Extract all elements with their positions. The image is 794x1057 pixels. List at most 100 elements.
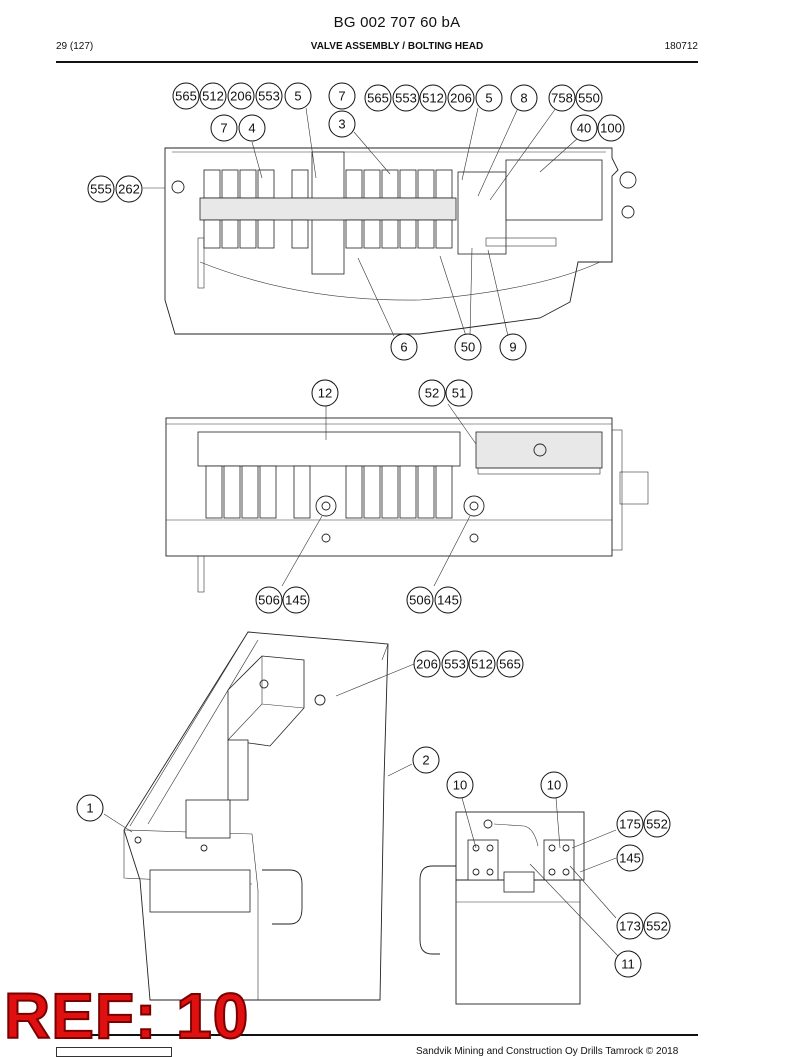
callout-553: 553 bbox=[255, 82, 283, 110]
callout-553: 553 bbox=[392, 84, 420, 112]
svg-text:512: 512 bbox=[471, 657, 493, 672]
svg-text:506: 506 bbox=[258, 593, 280, 608]
callout-5: 5 bbox=[284, 82, 312, 110]
callout-565: 565 bbox=[172, 82, 200, 110]
callout-8: 8 bbox=[510, 84, 538, 112]
svg-text:7: 7 bbox=[220, 121, 227, 136]
svg-text:550: 550 bbox=[578, 91, 600, 106]
footer-copyright: Sandvik Mining and Construction Oy Drill… bbox=[416, 1046, 679, 1057]
document-title: BG 002 707 60 bA bbox=[333, 14, 461, 31]
callout-7: 7 bbox=[328, 82, 356, 110]
svg-text:262: 262 bbox=[118, 182, 140, 197]
page-number: 29 (127) bbox=[56, 41, 94, 52]
svg-text:7: 7 bbox=[338, 89, 345, 104]
section-title: VALVE ASSEMBLY / BOLTING HEAD bbox=[310, 41, 484, 52]
svg-text:40: 40 bbox=[577, 121, 591, 136]
isometric-view-assembly bbox=[103, 631, 415, 1001]
svg-text:565: 565 bbox=[499, 657, 521, 672]
callout-553: 553 bbox=[441, 650, 469, 678]
callout-552: 552 bbox=[643, 912, 671, 940]
svg-text:10: 10 bbox=[547, 778, 561, 793]
svg-text:2: 2 bbox=[422, 753, 429, 768]
svg-text:5: 5 bbox=[485, 91, 492, 106]
svg-text:175: 175 bbox=[619, 817, 641, 832]
date-code: 180712 bbox=[664, 41, 698, 52]
svg-text:51: 51 bbox=[452, 386, 466, 401]
front-view-assembly bbox=[165, 403, 649, 593]
svg-text:552: 552 bbox=[646, 817, 668, 832]
svg-text:4: 4 bbox=[248, 121, 255, 136]
callout-52: 52 bbox=[418, 379, 446, 407]
svg-text:100: 100 bbox=[600, 121, 622, 136]
callout-6: 6 bbox=[390, 333, 418, 361]
svg-text:11: 11 bbox=[621, 957, 635, 972]
callout-4: 4 bbox=[238, 114, 266, 142]
reference-stamp: REF: 10 bbox=[3, 980, 250, 1052]
footer-rule bbox=[56, 1034, 698, 1036]
callout-5: 5 bbox=[475, 84, 503, 112]
callout-10: 10 bbox=[446, 771, 474, 799]
callout-552: 552 bbox=[643, 810, 671, 838]
side-view-assembly bbox=[419, 797, 619, 1005]
svg-text:553: 553 bbox=[258, 89, 280, 104]
svg-text:565: 565 bbox=[367, 91, 389, 106]
callout-506: 506 bbox=[406, 586, 434, 614]
svg-text:8: 8 bbox=[520, 91, 527, 106]
callout-145: 145 bbox=[434, 586, 462, 614]
svg-text:206: 206 bbox=[450, 91, 472, 106]
callout-206: 206 bbox=[413, 650, 441, 678]
callout-175: 175 bbox=[616, 810, 644, 838]
callouts-bottom: 206 553 512 565 2 1 10 10 175 552 145 17… bbox=[76, 650, 671, 978]
svg-text:758: 758 bbox=[551, 91, 573, 106]
callout-758: 758 bbox=[548, 84, 576, 112]
top-view-assembly bbox=[143, 107, 637, 337]
svg-text:50: 50 bbox=[461, 340, 475, 355]
svg-text:9: 9 bbox=[509, 340, 516, 355]
callout-40: 40 bbox=[570, 114, 598, 142]
svg-text:206: 206 bbox=[230, 89, 252, 104]
callout-145: 145 bbox=[282, 586, 310, 614]
callout-565: 565 bbox=[364, 84, 392, 112]
callouts-middle: 12 52 51 506 145 506 145 bbox=[255, 379, 473, 614]
svg-text:6: 6 bbox=[400, 340, 407, 355]
callout-100: 100 bbox=[597, 114, 625, 142]
callout-1: 1 bbox=[76, 794, 104, 822]
svg-text:206: 206 bbox=[416, 657, 438, 672]
callout-512: 512 bbox=[199, 82, 227, 110]
svg-text:512: 512 bbox=[422, 91, 444, 106]
svg-text:10: 10 bbox=[453, 778, 467, 793]
svg-text:552: 552 bbox=[646, 919, 668, 934]
svg-text:5: 5 bbox=[294, 89, 301, 104]
callout-2: 2 bbox=[412, 746, 440, 774]
callout-12: 12 bbox=[311, 379, 339, 407]
callout-173: 173 bbox=[616, 912, 644, 940]
svg-text:553: 553 bbox=[444, 657, 466, 672]
svg-text:145: 145 bbox=[285, 593, 307, 608]
callout-9: 9 bbox=[499, 333, 527, 361]
svg-text:555: 555 bbox=[90, 182, 112, 197]
svg-text:173: 173 bbox=[619, 919, 641, 934]
callouts-top: 565 512 206 553 5 7 565 553 512 206 5 8 … bbox=[87, 82, 625, 361]
callout-206: 206 bbox=[447, 84, 475, 112]
header-rule bbox=[56, 61, 698, 63]
svg-text:52: 52 bbox=[425, 386, 439, 401]
svg-text:145: 145 bbox=[437, 593, 459, 608]
callout-555: 555 bbox=[87, 175, 115, 203]
svg-text:3: 3 bbox=[338, 117, 345, 132]
callout-262: 262 bbox=[115, 175, 143, 203]
callout-512: 512 bbox=[419, 84, 447, 112]
callout-206: 206 bbox=[227, 82, 255, 110]
callout-11: 11 bbox=[614, 950, 642, 978]
callout-565: 565 bbox=[496, 650, 524, 678]
callout-7: 7 bbox=[210, 114, 238, 142]
svg-text:12: 12 bbox=[318, 386, 332, 401]
svg-text:565: 565 bbox=[175, 89, 197, 104]
callout-145: 145 bbox=[616, 844, 644, 872]
callout-10: 10 bbox=[540, 771, 568, 799]
callout-506: 506 bbox=[255, 586, 283, 614]
callout-51: 51 bbox=[445, 379, 473, 407]
svg-text:145: 145 bbox=[619, 851, 641, 866]
svg-text:1: 1 bbox=[86, 801, 93, 816]
svg-text:553: 553 bbox=[395, 91, 417, 106]
